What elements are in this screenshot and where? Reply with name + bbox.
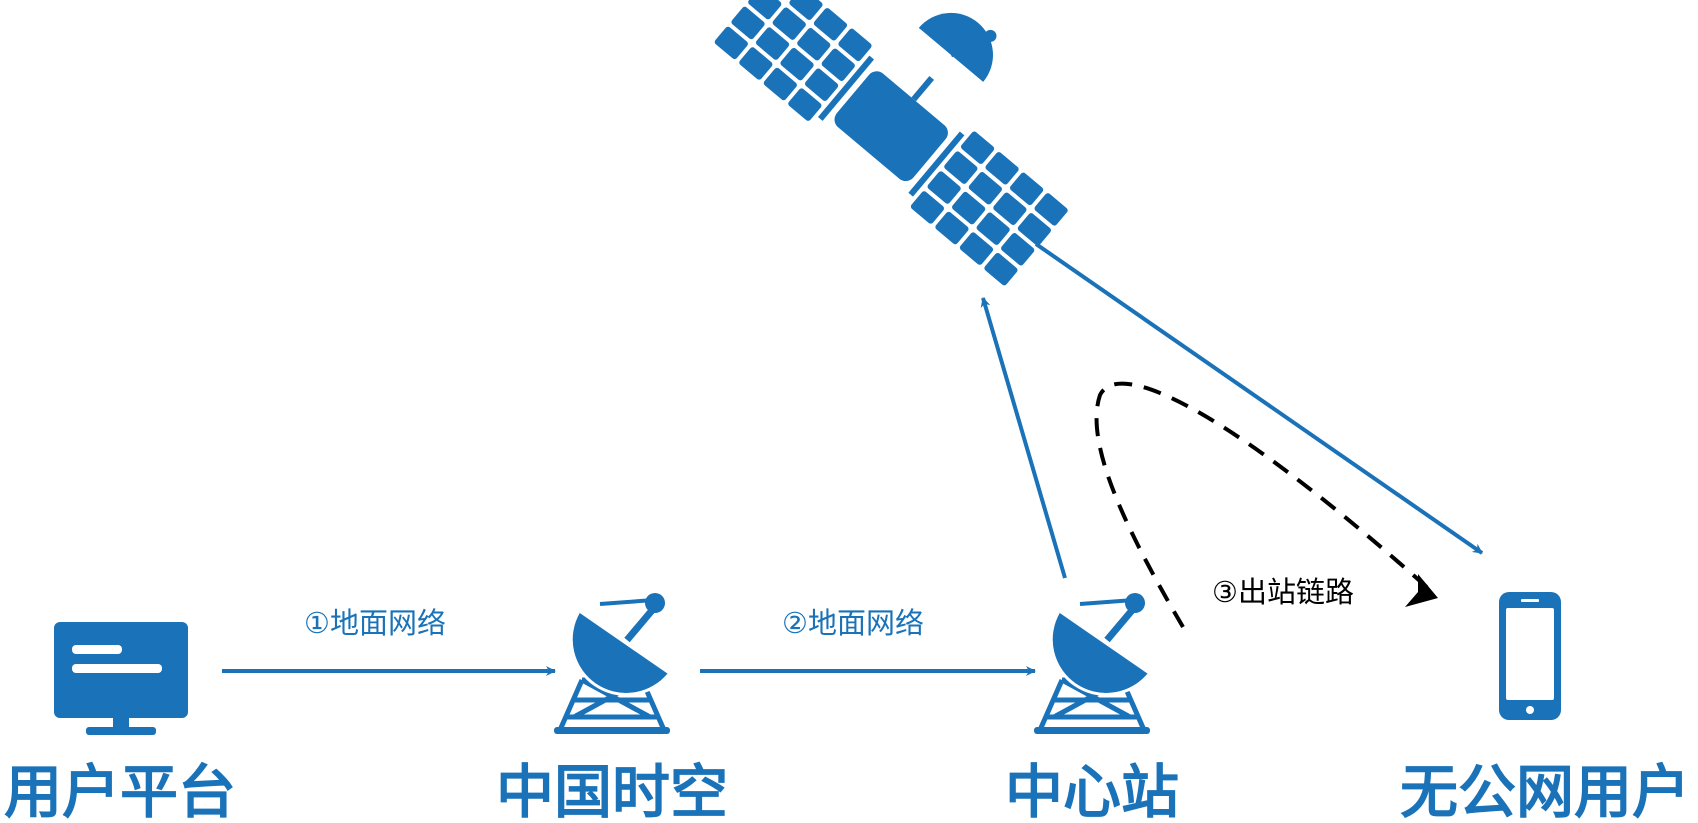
satellite-solar-panel-left: [714, 0, 872, 121]
satellite-body: [834, 71, 948, 182]
outbound-link-arrowhead: [1405, 574, 1438, 607]
monitor-icon: [54, 622, 188, 735]
edge-label-outbound-link: ③出站链路: [1212, 575, 1354, 609]
edge-label-ground-network-1: ①地面网络: [304, 606, 446, 640]
edge-label-ground-network-2: ②地面网络: [782, 606, 924, 640]
edge-outbound-link-dashed: [1094, 381, 1432, 629]
edge-downlink-to-user: [1034, 242, 1484, 555]
node-label-center-station: 中心站: [1005, 758, 1179, 823]
satellite-dish-icon: [554, 593, 670, 734]
satellite-icon: [714, 0, 1068, 286]
node-label-china-spacetime: 中国时空: [496, 758, 728, 823]
edge-uplink-to-satellite: [980, 297, 1067, 579]
satellite-solar-panel-right: [910, 131, 1068, 286]
smartphone-icon: [1499, 592, 1561, 720]
node-label-user-platform: 用户平台: [4, 758, 236, 823]
satellite-dish-icon: [1034, 593, 1150, 734]
satellite-antenna: [911, 12, 997, 102]
node-label-no-network-user: 无公网用户: [1400, 758, 1690, 823]
